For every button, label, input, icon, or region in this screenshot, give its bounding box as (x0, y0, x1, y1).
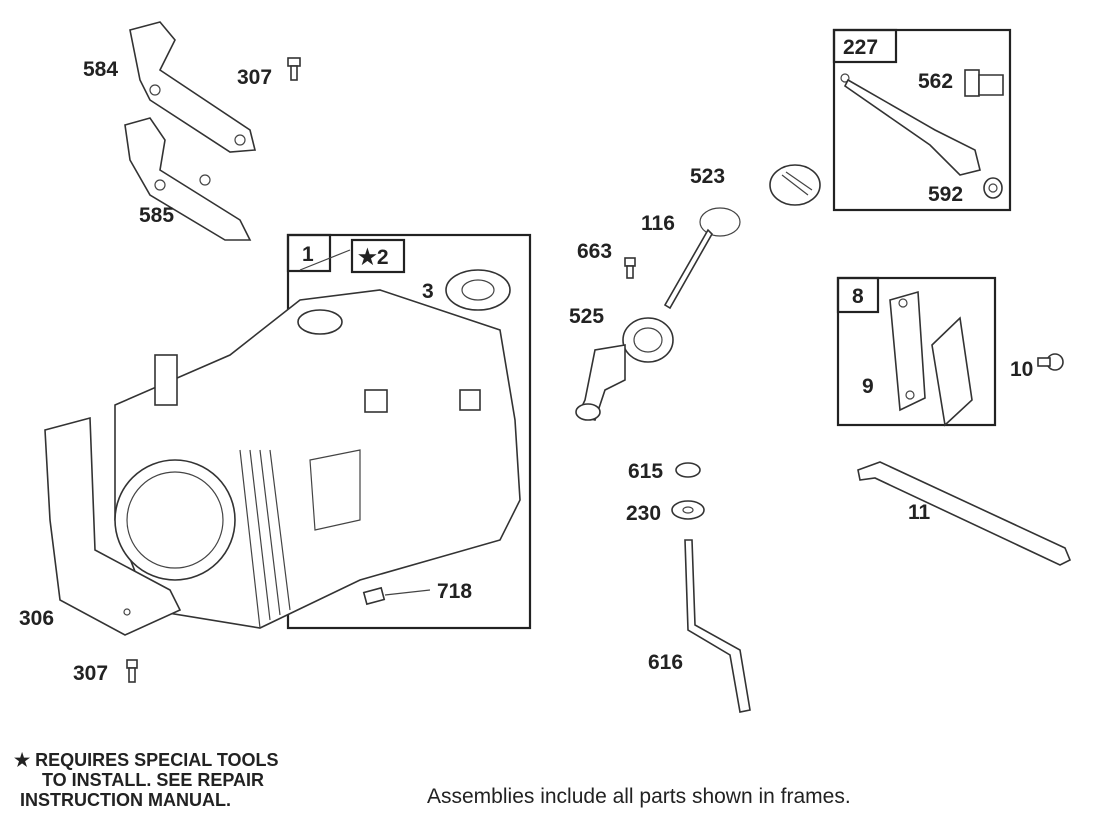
label-3: 3 (422, 280, 434, 303)
assemblies-caption: Assemblies include all parts shown in fr… (427, 785, 851, 808)
label-616: 616 (648, 651, 683, 674)
note-line-3: INSTRUCTION MANUAL. (20, 790, 231, 810)
label-10: 10 (1010, 358, 1033, 381)
label-615: 615 (628, 460, 663, 483)
label-307-top: 307 (237, 66, 272, 89)
label-227: 227 (843, 36, 878, 59)
bracket-585-drawing (124, 117, 252, 241)
frame-label-box-1 (286, 233, 332, 273)
frame-assembly-227 (832, 28, 1012, 212)
tube-11-drawing (857, 461, 1072, 566)
label-718: 718 (437, 580, 472, 603)
label-2: ★2 (358, 246, 389, 269)
shaft-616-drawing (684, 539, 751, 713)
special-tools-note: ★ REQUIRES SPECIAL TOOLS TO INSTALL. SEE… (14, 750, 279, 810)
frame-label-box-8 (836, 276, 880, 314)
seal-3-drawing (445, 269, 511, 311)
label-9: 9 (862, 375, 874, 398)
frame-label-box-227 (832, 28, 898, 64)
label-525: 525 (569, 305, 604, 328)
frame-label-box-2 (350, 238, 406, 274)
label-584: 584 (83, 58, 118, 81)
screw-663-drawing (624, 257, 636, 279)
nut-592-drawing (983, 177, 1003, 199)
screw-562-drawing (964, 69, 1004, 97)
label-585: 585 (139, 204, 174, 227)
label-523: 523 (690, 165, 725, 188)
linkage-227-drawing (840, 73, 981, 176)
note-line-2: TO INSTALL. SEE REPAIR (42, 770, 265, 790)
label-306: 306 (19, 607, 54, 630)
label-116: 116 (641, 212, 675, 235)
label-307-bottom: 307 (73, 662, 108, 685)
dipstick-cap-523-drawing (769, 164, 821, 206)
gasket-8-drawing (889, 290, 973, 427)
cylinder-block-drawing (114, 249, 521, 629)
label-663: 663 (577, 240, 612, 263)
label-230: 230 (626, 502, 661, 525)
tube-525-drawing (575, 317, 674, 421)
washer-230-drawing (671, 500, 705, 520)
frame-assembly-8 (836, 276, 997, 427)
note-line-1: REQUIRES SPECIAL TOOLS (35, 750, 279, 770)
label-592: 592 (928, 183, 963, 206)
screw-10-drawing (1037, 353, 1064, 371)
label-8: 8 (852, 285, 864, 308)
bolt-307-bottom-drawing (126, 659, 138, 683)
shield-306-drawing (44, 416, 182, 636)
label-11: 11 (908, 501, 931, 524)
washer-615-drawing (675, 462, 701, 478)
dipstick-116-drawing (663, 207, 741, 310)
bolt-307-top-drawing (287, 57, 301, 81)
label-1: 1 (302, 243, 314, 266)
star-icon: ★ (14, 750, 31, 770)
bracket-584-drawing (129, 21, 257, 153)
label-562: 562 (918, 70, 953, 93)
